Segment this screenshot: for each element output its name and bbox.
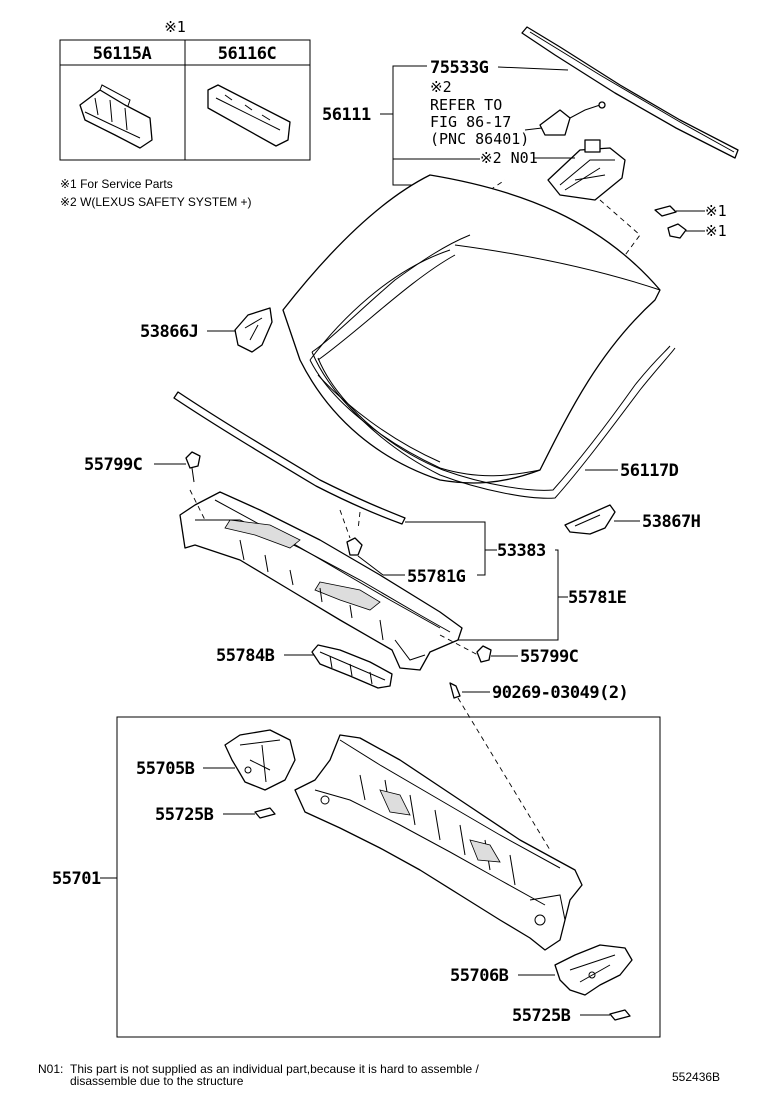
refer-line3[interactable]: (PNC 86401) [430,130,529,148]
cowl-panel-55701-drawing[interactable] [294,734,583,951]
label-55706B[interactable]: 55706B [450,966,509,986]
service-parts-table: ※1 56115A 56116C [59,18,311,161]
cowl-seal-53383-drawing[interactable] [173,391,406,525]
label-53383[interactable]: 53383 [497,541,546,561]
weatherstrip-56117D-drawing[interactable] [311,234,676,499]
cowl-panel-group-box [116,716,661,1038]
label-55781G[interactable]: 55781G [407,567,466,587]
clip-55781G-drawing[interactable] [346,537,363,556]
label-75533G[interactable]: 75533G [430,58,489,78]
label-56117D[interactable]: 56117D [620,461,679,481]
label-55781E[interactable]: 55781E [568,588,627,608]
molding-75533G-drawing[interactable] [521,26,739,159]
table-mark: ※1 [164,18,186,36]
footer-n01-line2: disassemble due to the structure [70,1074,244,1088]
label-55725B-a[interactable]: 55725B [155,805,214,825]
label-mark1a[interactable]: ※1 [705,202,727,220]
label-55725B-b[interactable]: 55725B [512,1006,571,1026]
label-55799C-bottom[interactable]: 55799C [520,647,579,667]
refer-note: ※2 REFER TO FIG 86-17 (PNC 86401) [430,78,529,148]
table-col-56115A[interactable]: 56115A [93,44,152,64]
clip-56115A-drawing[interactable] [79,84,153,149]
label-mark1b[interactable]: ※1 [705,222,727,240]
label-55701[interactable]: 55701 [52,869,101,889]
note-safety-system: ※2 W(LEXUS SAFETY SYSTEM +) [60,195,252,209]
footer-n01-line1: This part is not supplied as an individu… [70,1062,480,1076]
clip-90269-drawing[interactable] [449,682,461,699]
label-N01[interactable]: ※2 N01 [480,149,538,167]
cowl-louver-55781E-drawing[interactable] [179,491,463,671]
clip-55799C-top-drawing[interactable] [185,451,201,483]
refer-line2[interactable]: FIG 86-17 [430,113,511,131]
label-56111[interactable]: 56111 [322,105,371,125]
clip-55725B-a-drawing[interactable] [254,807,276,819]
bracket-55705B-drawing[interactable] [224,729,296,791]
bracket-53866J-drawing[interactable] [234,307,273,353]
bracket-55706B-drawing[interactable] [554,944,633,996]
bracket-55784B-drawing[interactable] [311,644,393,689]
footer-n01-label: N01: [38,1062,63,1076]
label-53866J[interactable]: 53866J [140,322,199,342]
label-55799C-top[interactable]: 55799C [84,455,143,475]
label-53867H[interactable]: 53867H [642,512,701,532]
table-col-56116C[interactable]: 56116C [218,44,277,64]
note-service-parts: ※1 For Service Parts [60,177,173,191]
figure-id: 552436B [672,1070,720,1084]
sensor-bracket-drawing[interactable] [547,139,626,201]
label-90269-03049[interactable]: 90269-03049(2) [492,683,629,703]
sensor-cover-drawing[interactable] [539,101,606,136]
label-55705B[interactable]: 55705B [136,759,195,779]
bracket-53867H-drawing[interactable] [564,504,616,535]
clip-55725B-b-drawing[interactable] [609,1009,631,1021]
clip-55799C-bottom-drawing[interactable] [476,645,492,663]
refer-mark: ※2 [430,78,452,96]
refer-line1[interactable]: REFER TO [430,96,502,114]
label-55784B[interactable]: 55784B [216,646,275,666]
small-clip-1-drawing[interactable] [654,205,677,217]
clip-56116C-drawing[interactable] [207,84,291,147]
small-clip-2-drawing[interactable] [667,223,687,239]
